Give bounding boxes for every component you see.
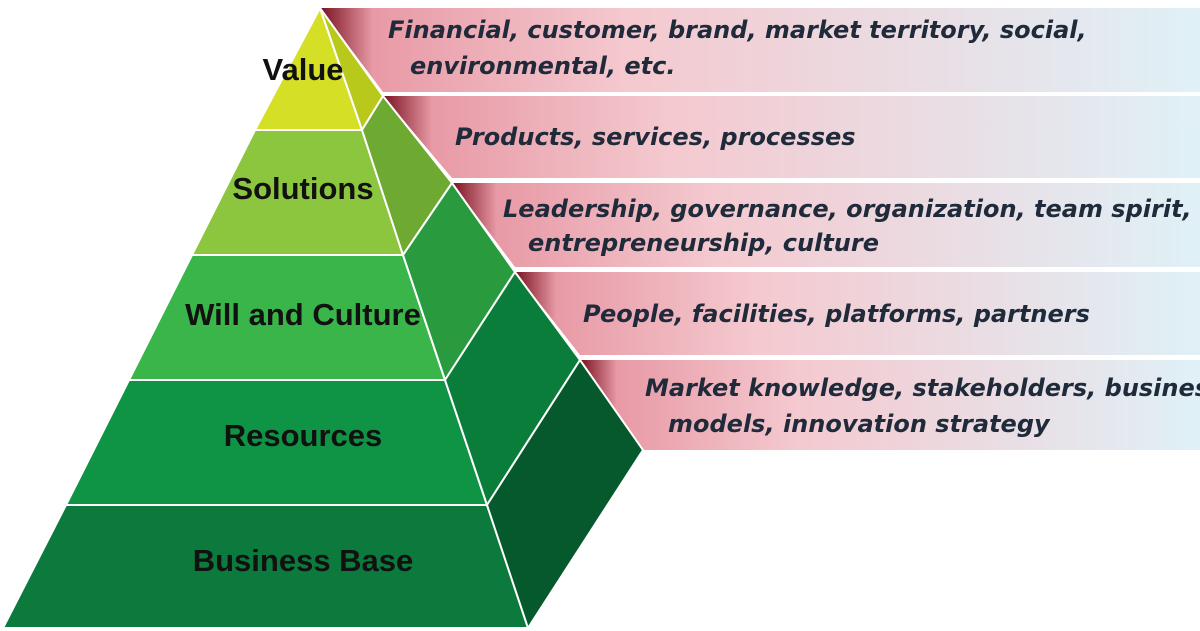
level-label-solutions: Solutions bbox=[232, 171, 373, 206]
description-bands bbox=[320, 8, 1200, 450]
desc-will-culture-line2: entrepreneurship, culture bbox=[528, 229, 879, 257]
desc-will-culture-line1: Leadership, governance, organization, te… bbox=[503, 195, 1192, 223]
band-business-base bbox=[580, 360, 1200, 450]
descriptions: Financial, customer, brand, market terri… bbox=[388, 16, 1200, 438]
desc-solutions-line1: Products, services, processes bbox=[455, 123, 856, 151]
desc-resources-line1: Market knowledge, stakeholders, business bbox=[645, 374, 1200, 402]
level-labels: Value Solutions Will and Culture Resourc… bbox=[185, 52, 421, 578]
desc-people-line1: People, facilities, platforms, partners bbox=[583, 300, 1090, 328]
level-label-value: Value bbox=[263, 52, 344, 87]
pyramid-side-faces bbox=[319, 7, 645, 631]
desc-value-line1: Financial, customer, brand, market terri… bbox=[388, 16, 1087, 44]
desc-resources-line2: models, innovation strategy bbox=[668, 410, 1051, 438]
band-solutions bbox=[383, 96, 1200, 178]
level-side-business-base bbox=[485, 358, 645, 631]
desc-value-line2: environmental, etc. bbox=[410, 52, 675, 80]
level-label-will-culture: Will and Culture bbox=[185, 297, 421, 332]
band-resources-people bbox=[515, 272, 1200, 355]
level-label-business-base: Business Base bbox=[193, 543, 414, 578]
level-label-resources: Resources bbox=[224, 418, 383, 453]
band-will-culture bbox=[452, 183, 1200, 267]
band-value bbox=[320, 8, 1200, 92]
